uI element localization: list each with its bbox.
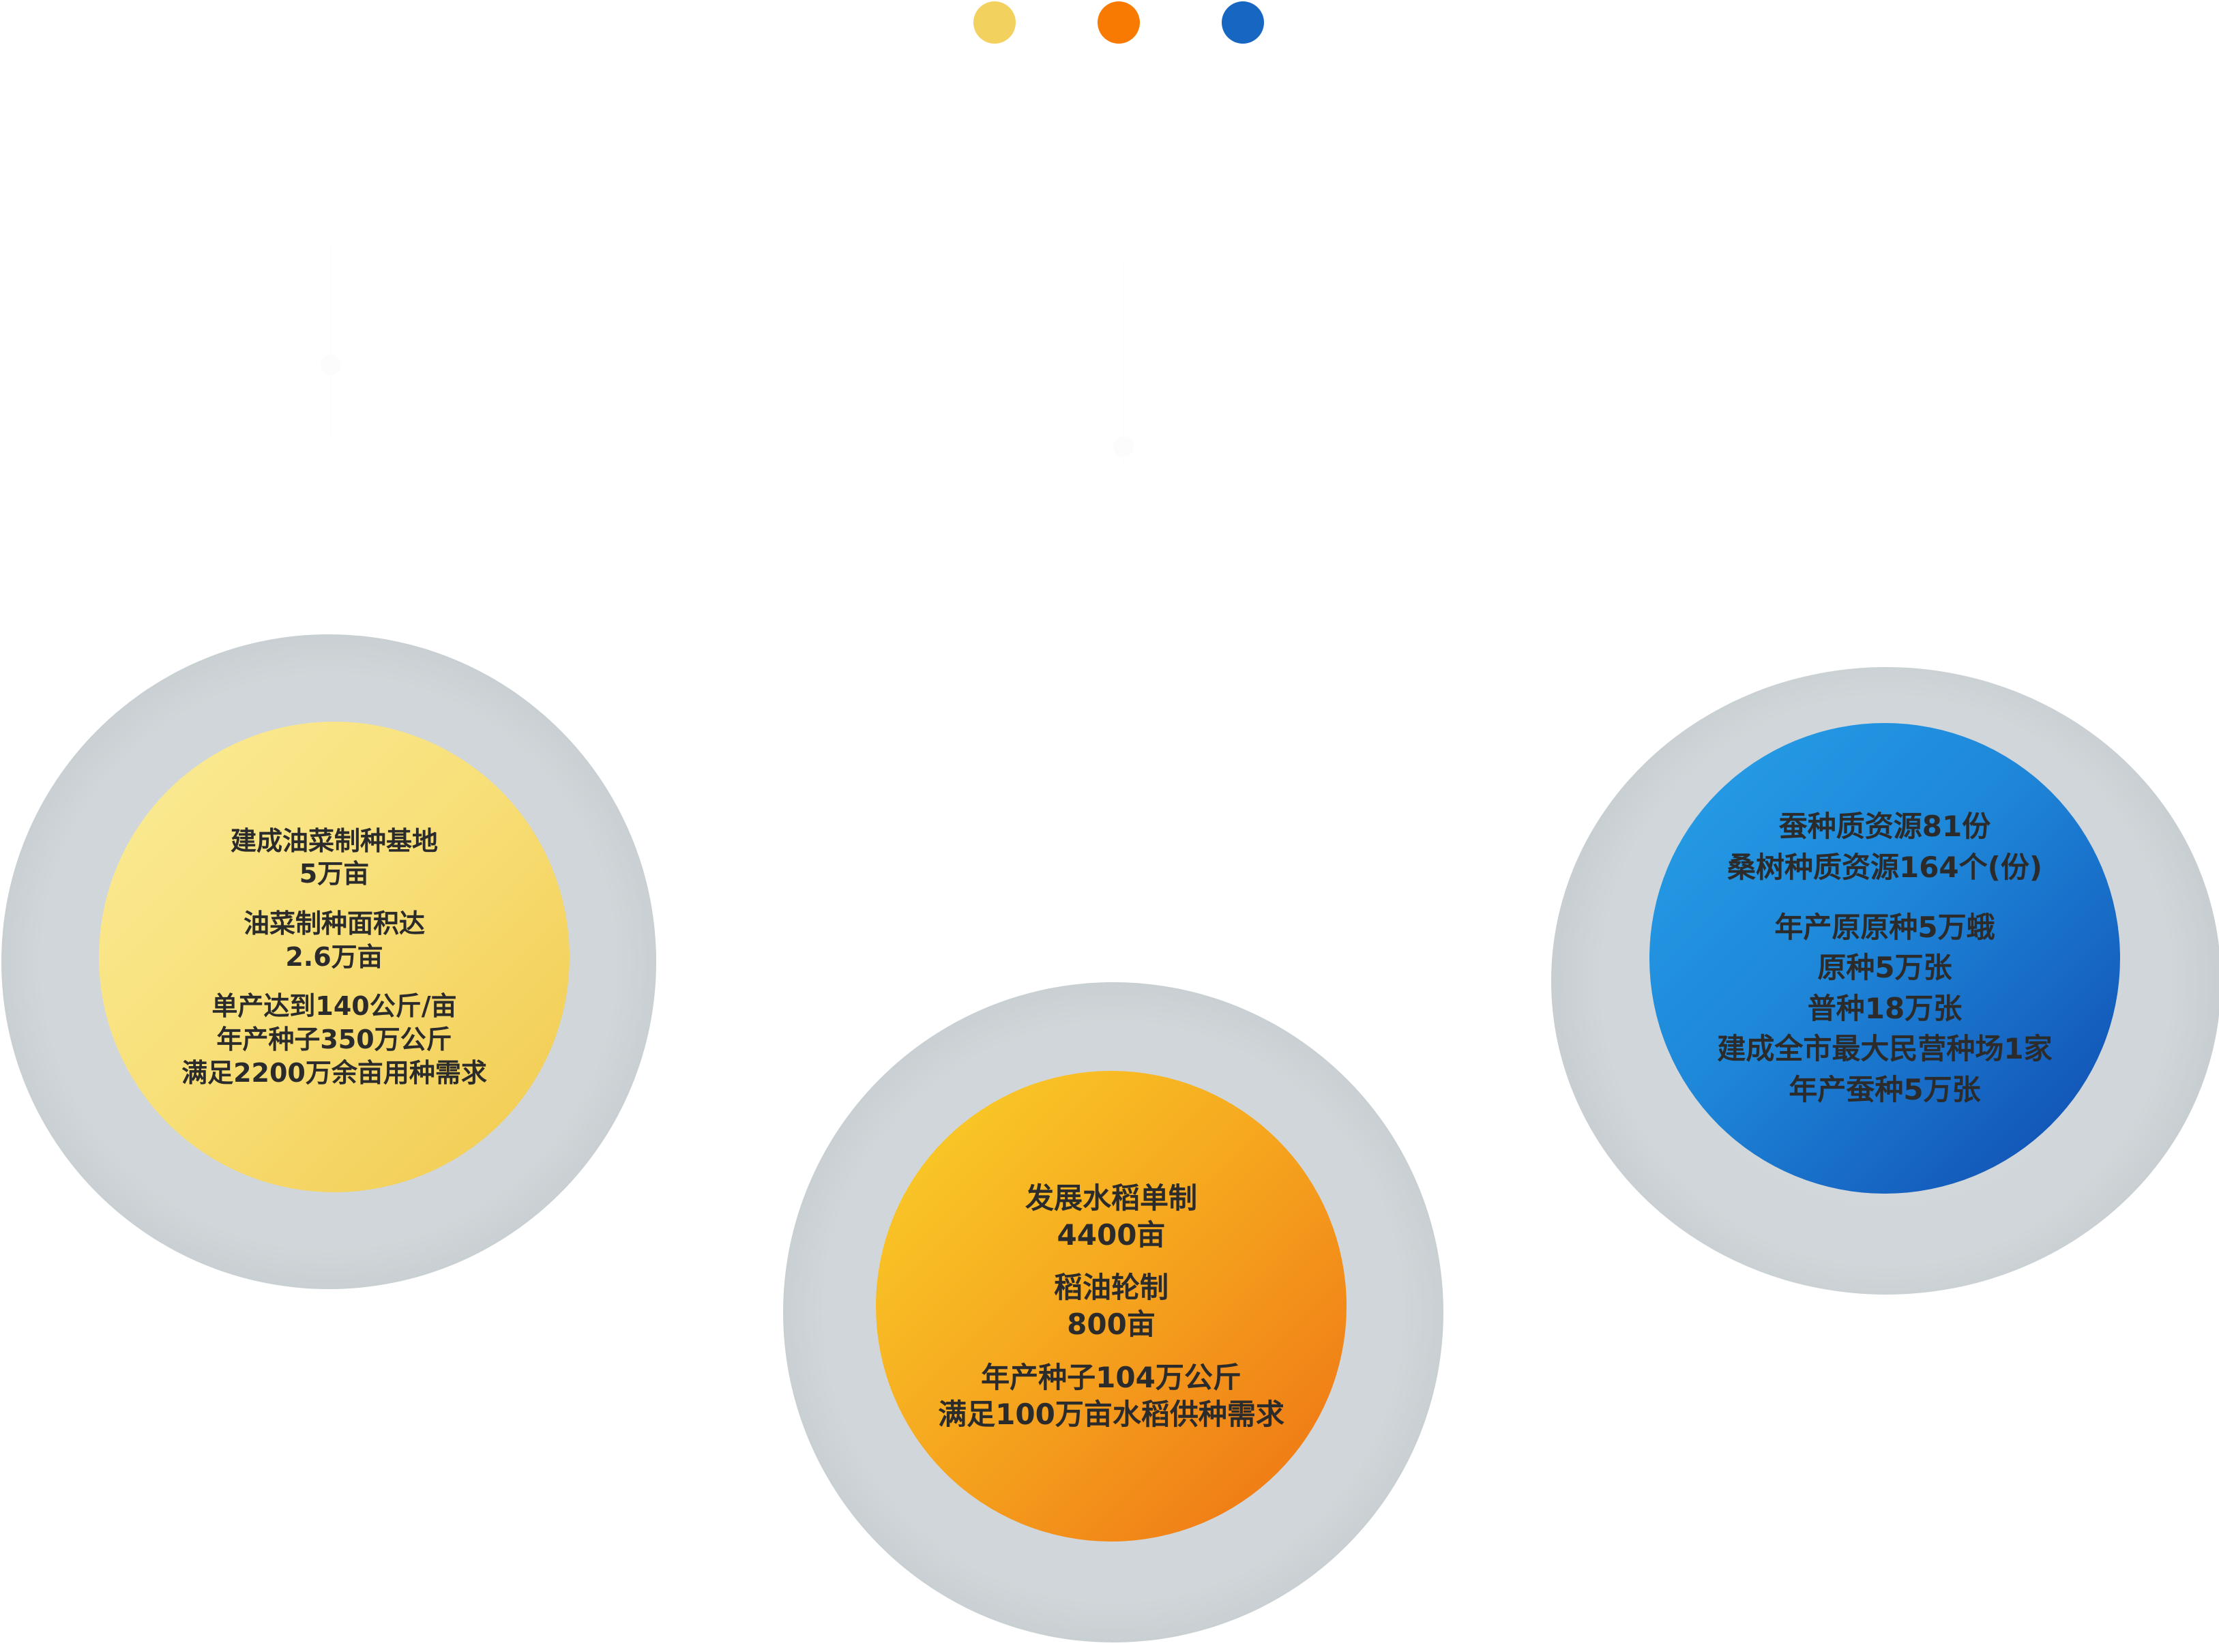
text-line: 单产达到140公斤/亩 [211,991,457,1022]
text-line: 发展水稻单制 [1025,1181,1197,1215]
text-line: 普种18万张 [1807,991,1963,1025]
text-line: 建成全市最大民营种场1家 [1717,1032,2053,1066]
text-group: 稻油轮制 800亩 [1054,1269,1169,1343]
text-line: 年产原原种5万蛾 [1774,910,1995,944]
text-group: 蚕种质资源81份 桑树种质资源164个(份) [1727,806,2042,887]
text-group: 油菜制种面积达 2.6万亩 [244,907,425,973]
text-line: 4400亩 [1057,1218,1166,1252]
text-group: 年产原原种5万蛾 原种5万张 普种18万张 建成全市最大民营种场1家 年产蚕种5… [1717,907,2052,1110]
text-line: 年产蚕种5万张 [1789,1073,1981,1107]
text-line: 蚕种质资源81份 [1778,810,1991,844]
text-line: 年产种子350万公斤 [216,1024,452,1054]
connector-node-middle [1113,437,1134,457]
circle-rice: 发展水稻单制 4400亩 稻油轮制 800亩 年产种子104万公斤 满足100万… [876,1071,1347,1542]
circle-rapeseed: 建成油菜制种基地 5万亩 油菜制种面积达 2.6万亩 单产达到140公斤/亩 年… [99,722,570,1192]
legend-dot-yellow [973,1,1016,44]
text-line: 5万亩 [299,859,370,889]
text-group: 年产种子104万公斤 满足100万亩水稻供种需求 [938,1359,1284,1433]
text-line: 油菜制种面积达 [243,909,425,939]
text-line: 稻油轮制 [1053,1271,1169,1305]
text-line: 800亩 [1067,1308,1156,1341]
text-line: 建成油菜制种基地 [230,825,438,856]
text-line: 桑树种质资源164个(份) [1726,850,2043,884]
text-group: 发展水稻单制 4400亩 [1025,1180,1197,1254]
circle-silkworm: 蚕种质资源81份 桑树种质资源164个(份) 年产原原种5万蛾 原种5万张 普种… [1649,723,2120,1194]
legend-dot-blue [1222,1,1264,44]
legend-dot-orange [1098,1,1140,44]
connector-node-left [321,355,341,375]
text-line: 原种5万张 [1817,951,1952,985]
text-line: 满足2200万余亩用种需求 [181,1057,487,1088]
text-line: 年产种子104万公斤 [981,1360,1241,1394]
text-line: 2.6万亩 [285,941,383,972]
text-group: 单产达到140公斤/亩 年产种子350万公斤 满足2200万余亩用种需求 [181,990,487,1089]
connector-line-middle [1123,259,1124,464]
connector-line-left [330,246,332,437]
text-line: 满足100万亩水稻供种需求 [938,1397,1284,1431]
text-group: 建成油菜制种基地 5万亩 [231,825,438,891]
